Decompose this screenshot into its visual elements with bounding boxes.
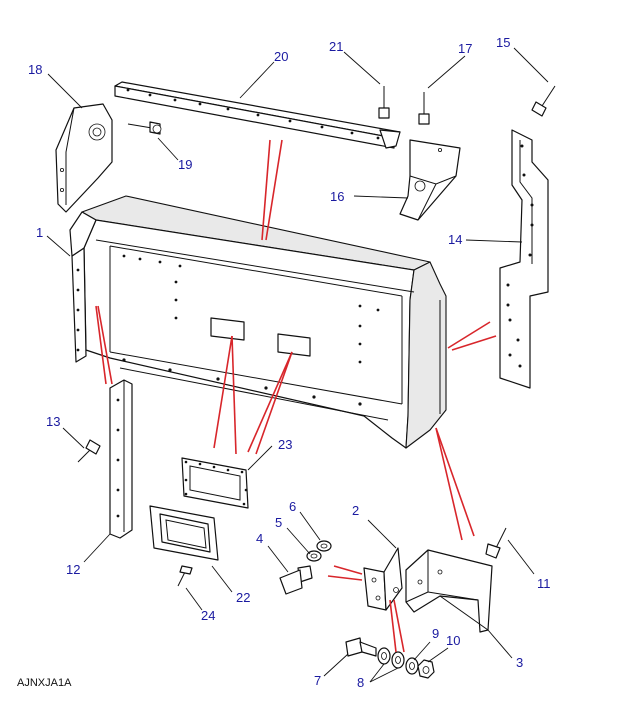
callout-20: 20 <box>274 49 289 64</box>
part-15-bolt <box>531 85 556 117</box>
part-11-bolt <box>485 527 507 559</box>
part-2-bracket <box>363 547 403 611</box>
callout-3: 3 <box>516 655 524 670</box>
callout-14: 14 <box>448 232 463 247</box>
part-19-bolt <box>127 121 162 135</box>
part-21-bolt <box>378 86 390 119</box>
part-20-top-rail <box>114 81 401 149</box>
part-9-washer <box>405 657 419 675</box>
callout-5: 5 <box>275 515 283 530</box>
callout-23: 23 <box>278 437 293 452</box>
part-16-corner-bracket <box>399 139 461 221</box>
callout-22: 22 <box>236 590 251 605</box>
part-8-washer <box>377 647 405 669</box>
callout-9: 9 <box>432 626 440 641</box>
part-1-body-panel <box>69 195 447 449</box>
callout-10: 10 <box>446 633 461 648</box>
callout-6: 6 <box>289 499 297 514</box>
part-3-large-bracket <box>405 549 493 633</box>
callout-13: 13 <box>46 414 61 429</box>
part-23-gasket <box>181 457 249 509</box>
part-18-side-bracket <box>55 103 113 213</box>
part-12-vertical-post <box>109 379 133 539</box>
part-22-frame <box>149 505 219 561</box>
callout-15: 15 <box>496 35 511 50</box>
part-24-screw <box>177 565 193 587</box>
diagram-reference-code: AJNXJA1A <box>17 677 72 689</box>
part-14-side-panel <box>499 129 549 389</box>
callout-7: 7 <box>314 673 322 688</box>
callout-12: 12 <box>66 562 81 577</box>
part-4-bolt <box>279 565 313 595</box>
assembly-guide-lines <box>95 139 497 653</box>
callout-2: 2 <box>352 503 360 518</box>
callout-11: 11 <box>537 576 551 591</box>
callout-16: 16 <box>330 189 345 204</box>
callout-8: 8 <box>357 675 365 690</box>
callout-19: 19 <box>178 157 193 172</box>
part-10-nut <box>417 659 435 679</box>
callout-1: 1 <box>36 225 44 240</box>
callout-24: 24 <box>201 608 216 623</box>
part-5-washer <box>306 550 322 562</box>
part-17-bolt <box>418 92 430 125</box>
part-6-washer <box>316 540 332 552</box>
callout-4: 4 <box>256 531 264 546</box>
callout-21: 21 <box>329 39 344 54</box>
part-13-bolt <box>77 439 101 463</box>
part-7-bolt <box>345 637 377 657</box>
leader-lines <box>46 47 549 683</box>
callout-17: 17 <box>458 41 473 56</box>
callout-18: 18 <box>28 62 43 77</box>
